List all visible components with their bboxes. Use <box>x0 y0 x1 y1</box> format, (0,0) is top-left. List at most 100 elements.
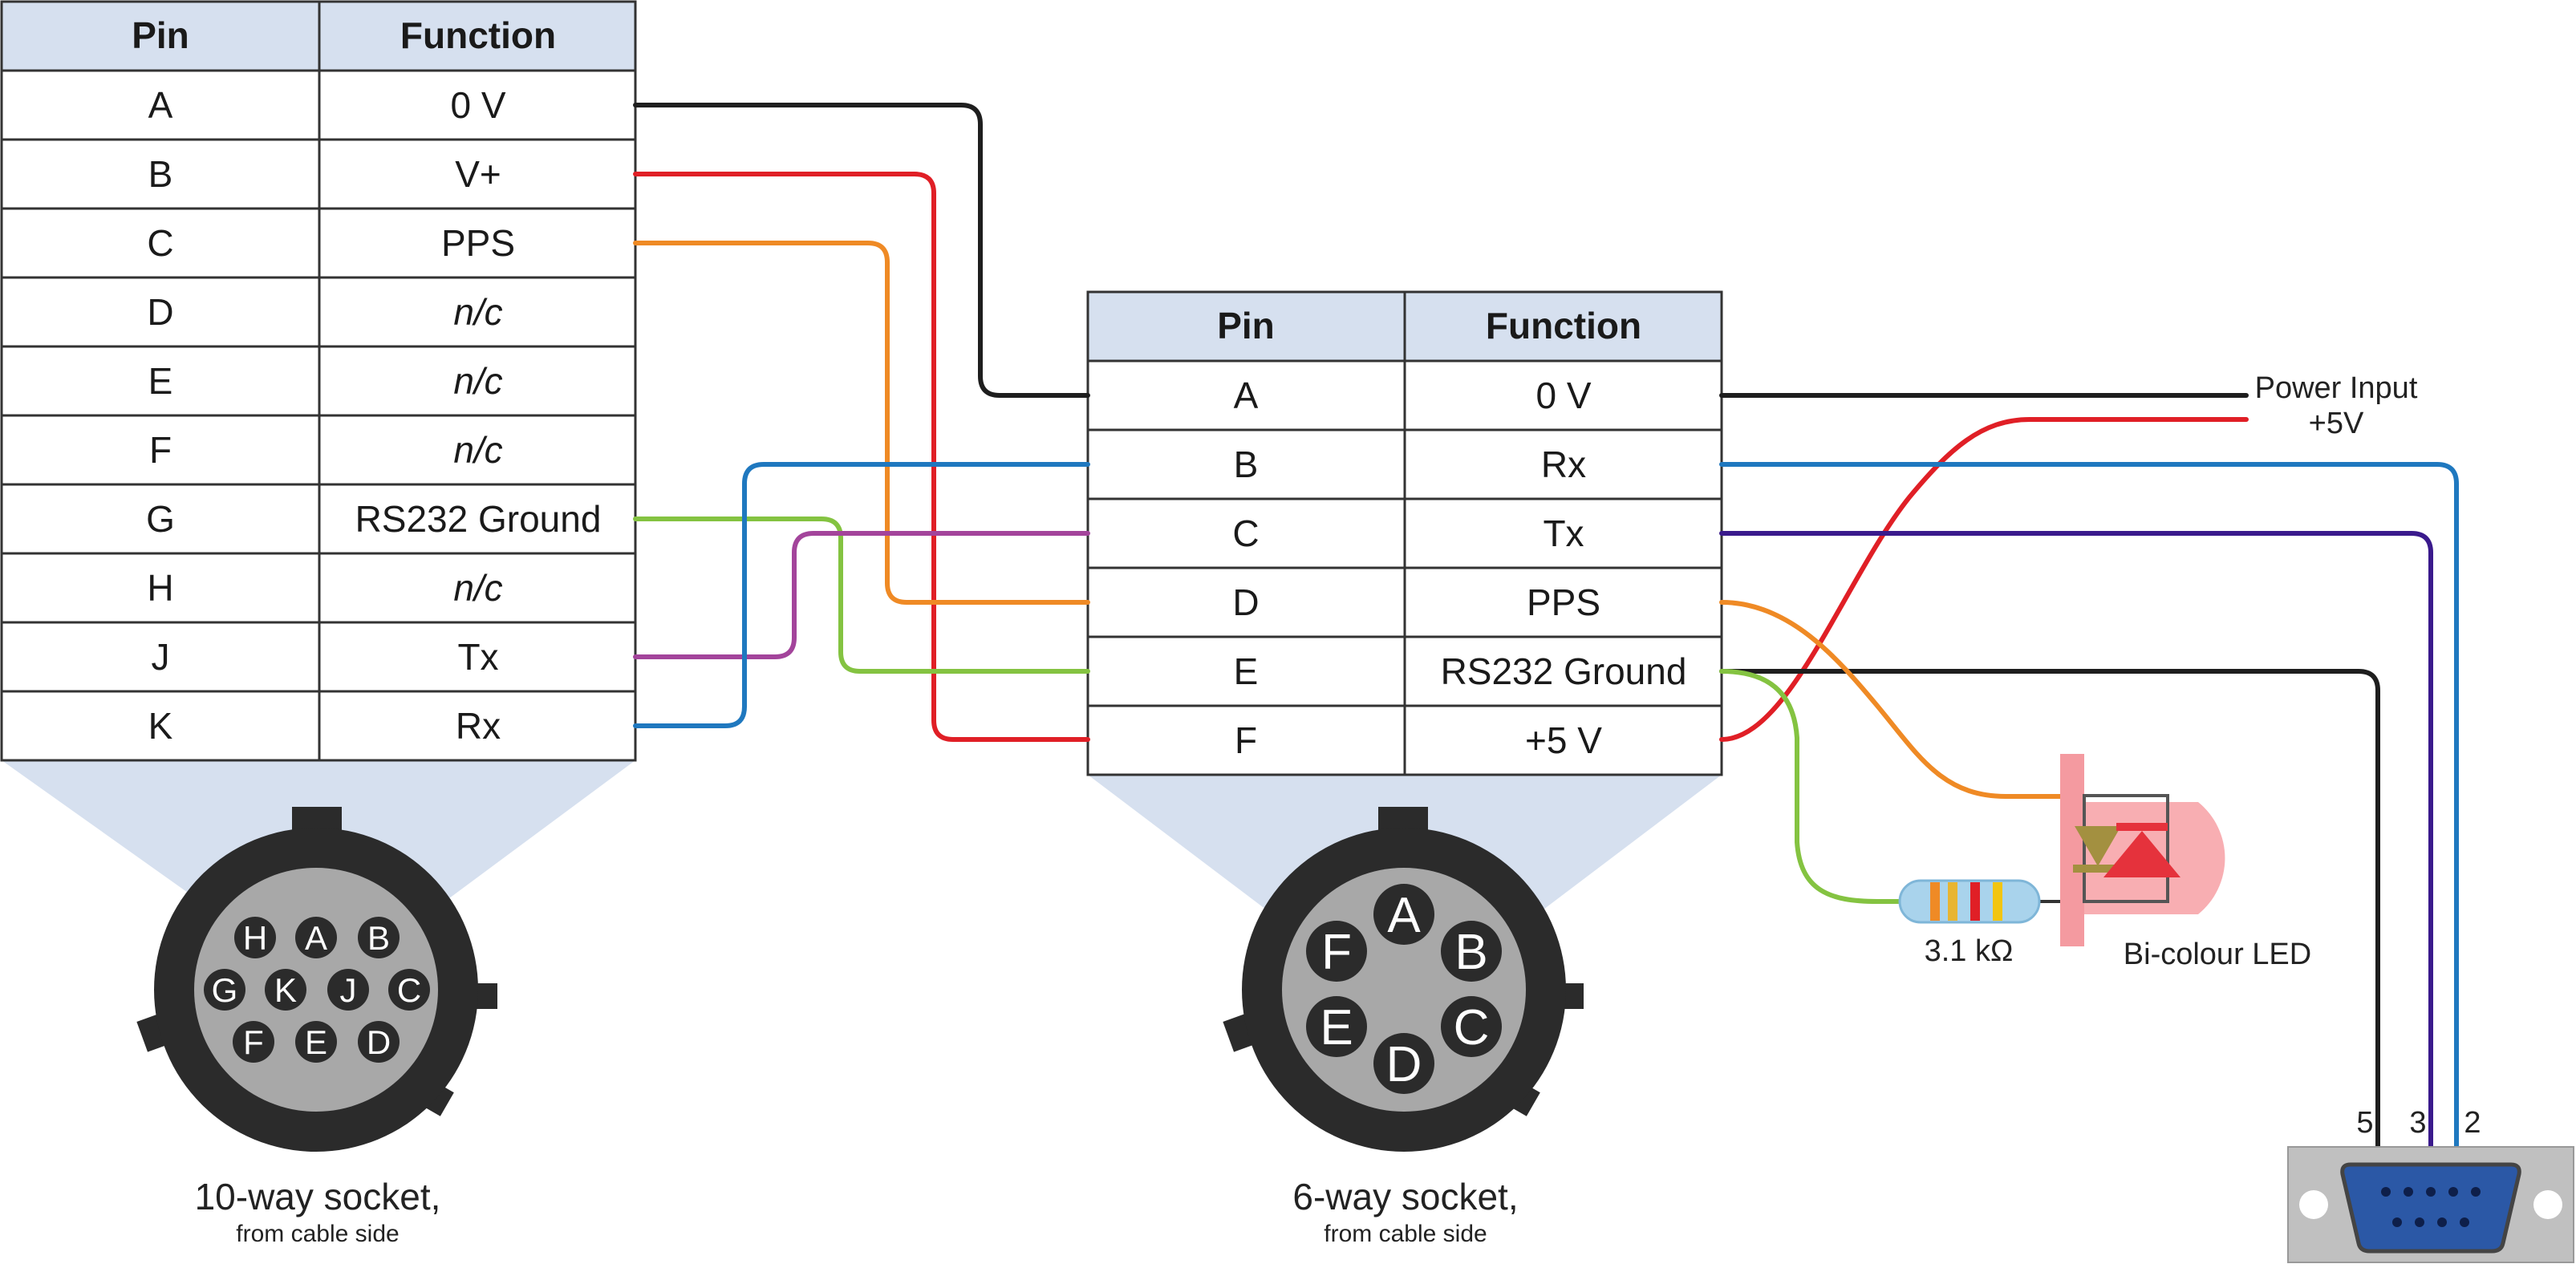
socket-pin: H <box>243 919 267 957</box>
led-leads <box>2083 794 2169 903</box>
db9-pin-label: 2 <box>2464 1106 2481 1140</box>
socket-10way-pins: H A B G K J C F E D <box>204 917 430 1063</box>
db9-pin-holes <box>2381 1187 2481 1227</box>
socket-10way: H A B G K J C F E D 10-way socket, from … <box>136 807 497 1247</box>
pin-cell: E <box>1234 650 1259 692</box>
bicolour-led: Bi-colour LED <box>2060 754 2311 971</box>
wire-power-5v <box>1719 417 2249 742</box>
wire-rx-blue <box>633 462 1090 728</box>
power-input-line1: Power Input <box>2255 371 2418 405</box>
socket-pin: F <box>243 1023 264 1061</box>
pin-cell: F <box>1235 719 1257 761</box>
led-diode-red <box>2103 831 2180 877</box>
function-cell: PPS <box>441 222 515 264</box>
socket-pin: E <box>1320 1000 1353 1055</box>
resistor: 3.1 kΩ <box>1898 879 2041 968</box>
socket-pin: C <box>1454 1000 1490 1055</box>
pin-cell: K <box>148 705 173 747</box>
resistor-label: 3.1 kΩ <box>1925 934 2014 968</box>
pin-cell: B <box>148 153 173 195</box>
function-cell: 0 V <box>450 84 505 126</box>
db9-connector: 5 3 2 <box>2287 1106 2574 1263</box>
pin-cell: E <box>148 360 173 402</box>
pin-cell: A <box>148 84 173 126</box>
socket-pin: E <box>305 1023 327 1061</box>
wire-resistor-green <box>1719 669 1904 904</box>
power-input-line2: +5V <box>2309 407 2364 440</box>
wire-pps-orange <box>633 241 1090 605</box>
pin-cell: A <box>1234 375 1259 416</box>
function-cell: +5 V <box>1525 719 1602 761</box>
socket-pin: D <box>1386 1037 1422 1092</box>
power-input-label: Power Input +5V <box>2255 371 2418 440</box>
socket-6way-caption: 6-way socket, <box>1292 1176 1518 1217</box>
resistor-band-2 <box>1948 882 1957 921</box>
socket-pin: B <box>367 919 390 957</box>
pin-cell: C <box>147 222 173 264</box>
wire-ground-green <box>633 517 1090 674</box>
wires-right <box>1719 393 2459 1149</box>
socket-6way: A B C D E F 6-way socket, from cable sid… <box>1223 807 1584 1247</box>
socket-pin: F <box>1321 925 1352 980</box>
pin-cell: H <box>147 567 173 609</box>
table-6way-header-pin: Pin <box>1217 305 1275 346</box>
wire-db9-pin2-blue <box>1719 462 2459 1149</box>
socket-pin: G <box>212 971 238 1009</box>
led-flange <box>2060 754 2084 946</box>
socket-6way-subcaption: from cable side <box>1324 1221 1487 1247</box>
pin-cell: D <box>1232 581 1259 623</box>
socket-pin: D <box>367 1023 391 1061</box>
wires-inter-table <box>633 103 1090 742</box>
led-diode-green <box>2075 826 2121 866</box>
function-cell: Rx <box>1541 444 1586 485</box>
function-cell: Tx <box>457 636 498 678</box>
resistor-band-3 <box>1970 882 1980 921</box>
socket-10way-subcaption: from cable side <box>236 1221 399 1247</box>
db9-housing <box>2340 1162 2521 1254</box>
wire-0v-black <box>633 103 1090 398</box>
pin-cell: B <box>1234 444 1259 485</box>
function-cell: 0 V <box>1535 375 1591 416</box>
socket-pin: A <box>1387 888 1421 943</box>
function-cell: V+ <box>455 153 501 195</box>
table-6way: Pin Function A 0 V B Rx C Tx D PPS E RS2… <box>1086 290 1723 776</box>
socket-6way-pins: A B C D E F <box>1306 884 1502 1094</box>
pin-cell: F <box>149 429 172 471</box>
db9-screw-right <box>2533 1190 2562 1219</box>
function-cell: RS232 Ground <box>355 498 602 540</box>
wire-db9-pin3-indigo <box>1719 531 2433 1149</box>
wire-led-pps-orange <box>1719 600 2064 799</box>
pin-cell: D <box>147 291 173 333</box>
wire-vplus-red <box>633 172 1090 742</box>
function-cell: n/c <box>453 429 502 471</box>
table-10way: Pin Function A 0 V B V+ C PPS D n/c E n/… <box>0 0 637 762</box>
wire-tx-purple <box>633 531 1090 659</box>
socket-pin: A <box>305 919 327 957</box>
wire-db9-pin5-black <box>1719 669 2380 1149</box>
pin-cell: C <box>1232 512 1259 554</box>
table-10way-header-pin: Pin <box>132 14 189 56</box>
function-cell: n/c <box>453 291 502 333</box>
pin-cell: G <box>146 498 175 540</box>
led-label: Bi-colour LED <box>2124 938 2311 971</box>
socket-10way-caption: 10-way socket, <box>195 1176 441 1217</box>
db9-pin-label: 3 <box>2409 1106 2426 1140</box>
db9-screw-left <box>2299 1190 2328 1219</box>
function-cell: Rx <box>456 705 501 747</box>
db9-pin-label: 5 <box>2356 1106 2373 1140</box>
socket-pin: C <box>397 971 421 1009</box>
resistor-band-1 <box>1930 882 1940 921</box>
function-cell: n/c <box>453 567 502 609</box>
function-cell: RS232 Ground <box>1441 650 1687 692</box>
table-6way-header-function: Function <box>1486 305 1641 346</box>
function-cell: n/c <box>453 360 502 402</box>
function-cell: PPS <box>1527 581 1600 623</box>
function-cell: Tx <box>1543 512 1584 554</box>
resistor-band-4 <box>1993 882 2002 921</box>
pin-cell: J <box>152 636 170 678</box>
socket-pin: B <box>1454 925 1487 980</box>
socket-pin: J <box>340 971 357 1009</box>
table-10way-header-function: Function <box>400 14 556 56</box>
